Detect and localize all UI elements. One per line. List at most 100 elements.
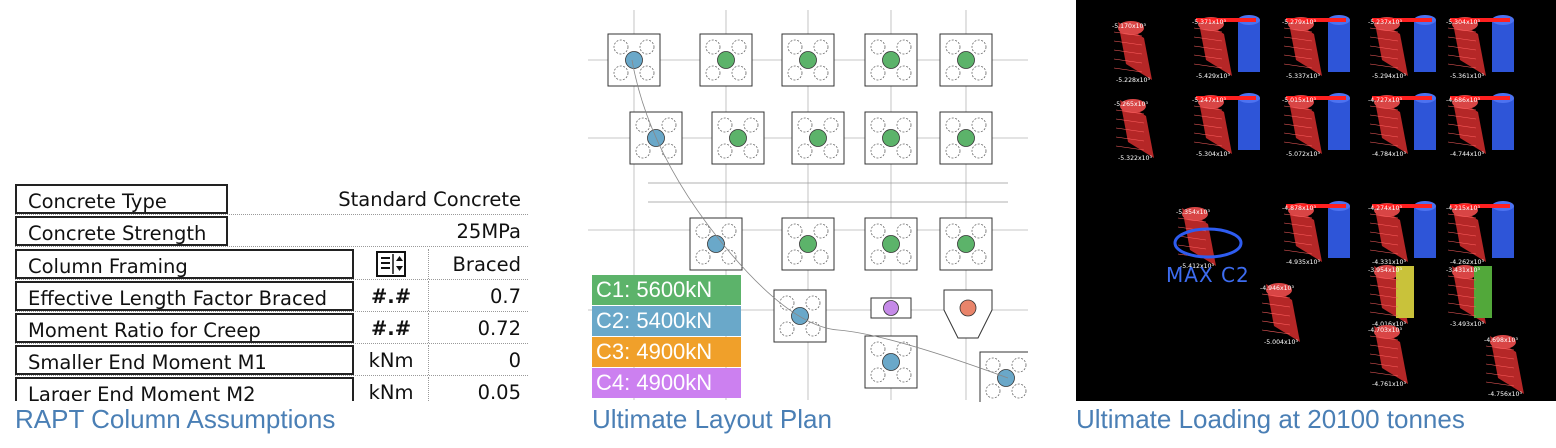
load-column: -4.946x10³ -5.004x10³ bbox=[1260, 283, 1300, 346]
load-label-bottom: -5.429x10³ bbox=[1196, 73, 1230, 80]
middle-panel-caption: Ultimate Layout Plan bbox=[592, 404, 832, 434]
row-unit: kNm bbox=[354, 345, 429, 375]
load-label-top: -5.279x10³ bbox=[1282, 19, 1316, 26]
load-label-top: -5.304x10³ bbox=[1446, 19, 1480, 26]
pile-cap bbox=[939, 111, 993, 165]
max-c2-annotation: MAX C2 bbox=[1166, 263, 1250, 287]
list-select-icon[interactable] bbox=[354, 249, 429, 279]
load-column: -4.703x10³-4.761x10³ bbox=[1368, 325, 1408, 388]
load-label-top: -5.015x10³ bbox=[1282, 97, 1316, 104]
table-row: Larger End Moment M2 kNm 0.05 bbox=[15, 377, 528, 401]
row-label: Effective Length Factor Braced bbox=[15, 281, 354, 311]
load-label-top: -5.354x10³ bbox=[1176, 209, 1210, 216]
concrete-strength-value[interactable]: 25MPa bbox=[456, 220, 521, 243]
load-label-bottom: -4.935x10³ bbox=[1286, 259, 1320, 266]
load-column: -5.304x10³ -5.361x10³ bbox=[1446, 15, 1514, 80]
load-column: -5.265x10³ -5.322x10³ bbox=[1114, 99, 1154, 162]
concrete-type-value[interactable]: Standard Concrete bbox=[338, 188, 521, 211]
larger-end-moment-value[interactable]: 0.05 bbox=[477, 381, 521, 401]
load-label-top: -5.371x10³ bbox=[1192, 19, 1226, 26]
pile-cap bbox=[864, 335, 918, 389]
load-column: -4.215x10³ -4.262x10³ bbox=[1446, 201, 1514, 266]
table-row: Column Framing Braced bbox=[15, 249, 528, 280]
effective-length-factor-value[interactable]: 0.7 bbox=[489, 285, 521, 308]
load-label-top: -5.237x10³ bbox=[1368, 19, 1402, 26]
pile-cap-c4 bbox=[870, 297, 912, 319]
smaller-end-moment-value[interactable]: 0 bbox=[508, 349, 521, 372]
load-label-top: -4.686x10³ bbox=[1446, 97, 1480, 104]
row-label: Larger End Moment M2 bbox=[15, 377, 354, 401]
load-label-bottom: -5.322x10³ bbox=[1118, 155, 1152, 162]
load-column: -5.170x10³-5.228x10³ bbox=[1112, 21, 1152, 84]
load-label-bottom: -3.493x10³ bbox=[1450, 321, 1484, 328]
pile-cap bbox=[607, 33, 661, 87]
load-label-top: -4.274x10³ bbox=[1368, 205, 1402, 212]
max-highlight-ellipse bbox=[1173, 227, 1243, 259]
load-column: -4.686x10³ -4.744x10³ bbox=[1446, 93, 1514, 158]
pile-cap-c3 bbox=[943, 289, 993, 339]
load-label-bottom: -5.294x10³ bbox=[1372, 73, 1406, 80]
table-row: Smaller End Moment M1 kNm 0 bbox=[15, 345, 528, 376]
load-label-bottom: -4.756x10³ bbox=[1488, 391, 1522, 398]
pile-cap bbox=[711, 111, 765, 165]
load-column: -3.954x10³ -4.016x10³ bbox=[1368, 265, 1414, 328]
load-label-bottom: -4.744x10³ bbox=[1450, 151, 1484, 158]
moment-ratio-value[interactable]: 0.72 bbox=[477, 317, 521, 340]
row-label: Smaller End Moment M1 bbox=[15, 345, 354, 375]
legend-c4: C4: 4900kN bbox=[592, 368, 741, 398]
load-column: -5.015x10³ -5.072x10³ bbox=[1282, 93, 1350, 158]
load-label-bottom: -4.262x10³ bbox=[1450, 259, 1484, 266]
legend-c2: C2: 5400kN bbox=[592, 306, 741, 336]
table-row: Concrete Type Standard Concrete bbox=[15, 184, 528, 215]
column-framing-value[interactable]: Braced bbox=[452, 253, 521, 276]
pile-cap bbox=[864, 111, 918, 165]
load-label-bottom: -4.784x10³ bbox=[1372, 151, 1406, 158]
load-column: -4.878x10³ -4.935x10³ bbox=[1282, 201, 1350, 266]
row-unit: kNm bbox=[354, 377, 429, 401]
pile-cap bbox=[773, 289, 827, 343]
load-label-bottom: -5.004x10³ bbox=[1264, 339, 1298, 346]
load-label-bottom: -5.361x10³ bbox=[1450, 73, 1484, 80]
table-row: Moment Ratio for Creep #.# 0.72 bbox=[15, 313, 528, 344]
load-column: -5.354x10³-5.412x10³ bbox=[1176, 207, 1216, 270]
load-label-top: -4.946x10³ bbox=[1260, 285, 1294, 292]
column-assumptions-table: Concrete Type Standard Concrete Concrete… bbox=[15, 183, 528, 401]
load-column: -4.698x10³ -4.756x10³ bbox=[1484, 335, 1524, 398]
load-label-bottom: -5.072x10³ bbox=[1286, 151, 1320, 158]
load-column: -5.279x10³ -5.337x10³ bbox=[1282, 15, 1350, 80]
load-label-bottom: -4.016x10³ bbox=[1372, 321, 1406, 328]
right-panel-caption: Ultimate Loading at 20100 tonnes bbox=[1076, 404, 1465, 434]
pile-caps bbox=[607, 33, 1028, 402]
legend-c1: C1: 5600kN bbox=[592, 275, 741, 305]
load-column: -3.431x10³ -3.493x10³ bbox=[1446, 265, 1492, 328]
load-column: -5.237x10³ -5.294x10³ bbox=[1368, 15, 1436, 80]
load-label-top: -4.878x10³ bbox=[1282, 205, 1316, 212]
row-unit: #.# bbox=[354, 313, 429, 343]
load-label-top: -4.698x10³ bbox=[1484, 337, 1518, 344]
load-column: -5.371x10³ -5.429x10³ bbox=[1192, 15, 1260, 80]
row-label: Moment Ratio for Creep bbox=[15, 313, 354, 343]
pile-cap bbox=[939, 217, 993, 271]
load-label-top: -3.431x10³ bbox=[1446, 267, 1480, 274]
pile-cap bbox=[781, 217, 835, 271]
load-column: -5.247x10³-5.304x10³ bbox=[1192, 93, 1260, 158]
load-label-bottom: -5.228x10³ bbox=[1116, 77, 1150, 84]
load-label-bottom: -5.337x10³ bbox=[1286, 73, 1320, 80]
row-unit: #.# bbox=[354, 281, 429, 311]
row-label: Concrete Type bbox=[15, 184, 228, 214]
load-label-bottom: -4.331x10³ bbox=[1372, 259, 1406, 266]
pile-cap bbox=[791, 111, 845, 165]
row-label: Concrete Strength bbox=[15, 216, 228, 246]
pile-cap bbox=[979, 351, 1028, 402]
legend-c3: C3: 4900kN bbox=[592, 337, 741, 367]
pile-cap bbox=[781, 33, 835, 87]
table-row: Concrete Strength 25MPa bbox=[15, 216, 528, 247]
load-label-top: -4.215x10³ bbox=[1446, 205, 1480, 212]
load-label-top: -5.265x10³ bbox=[1114, 101, 1148, 108]
loading-view: -5.170x10³-5.228x10³ -5.371x10³ -5.429x10³… bbox=[1076, 0, 1556, 401]
load-label-top: -4.727x10³ bbox=[1368, 97, 1402, 104]
pile-cap bbox=[699, 33, 753, 87]
pile-cap bbox=[689, 217, 743, 271]
pile-cap bbox=[939, 33, 993, 87]
load-label-top: -3.954x10³ bbox=[1368, 267, 1402, 274]
